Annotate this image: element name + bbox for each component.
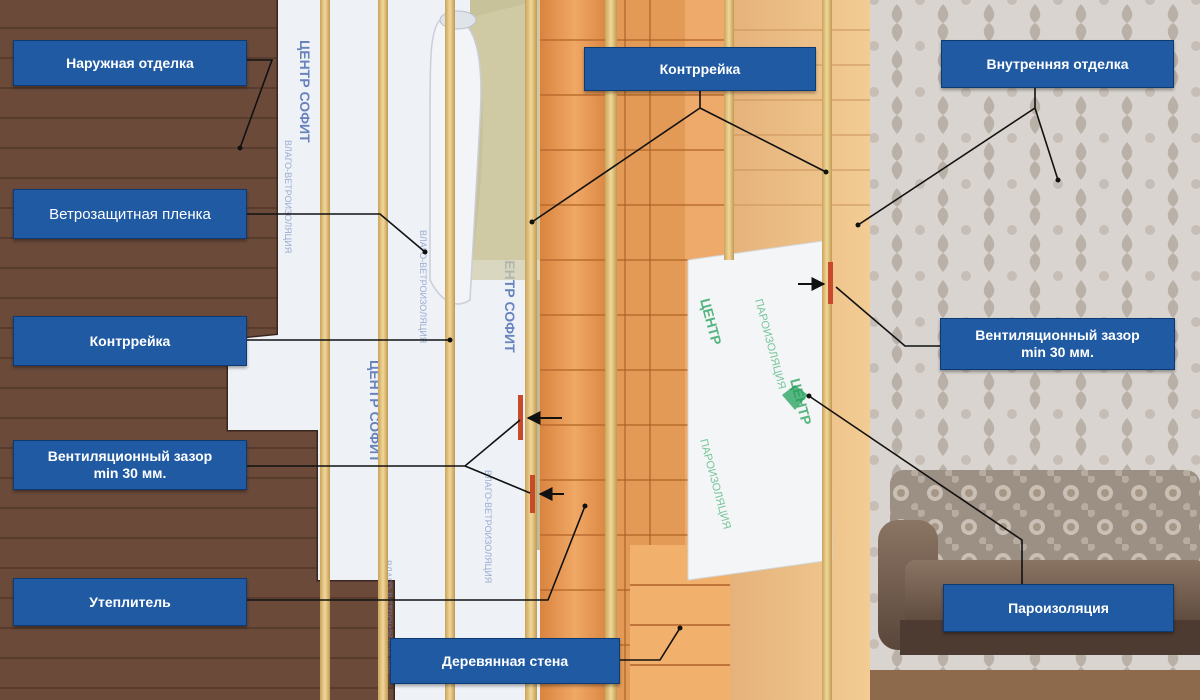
label-wind-film: Ветрозащитная пленка xyxy=(13,189,247,239)
label-vapor-barrier-text: Пароизоляция xyxy=(1008,599,1109,616)
leader-lines xyxy=(239,59,1059,661)
leader-vent-gap-left-b xyxy=(464,465,531,494)
label-outer-finish: Наружная отделка xyxy=(13,40,247,86)
label-vent-gap-left-line1: Вентиляционный зазор xyxy=(47,448,213,464)
svg-text:ВЛАГО-ВЕТРОИЗОЛЯЦИЯ: ВЛАГО-ВЕТРОИЗОЛЯЦИЯ xyxy=(418,230,428,343)
leader-insulation xyxy=(247,505,586,601)
svg-text:ВЛАГО-ВЕТРОИЗОЛЯЦИЯ: ВЛАГО-ВЕТРОИЗОЛЯЦИЯ xyxy=(483,470,493,583)
label-vent-gap-right: Вентиляционный зазор min 30 мм. xyxy=(940,318,1175,370)
leader-wind-film xyxy=(247,213,426,253)
leader-inner-finish-b xyxy=(857,107,1036,226)
label-insulation: Утеплитель xyxy=(13,578,247,626)
label-counter-rail-left: Контррейка xyxy=(13,316,247,366)
label-wooden-wall: Деревянная стена xyxy=(390,638,620,684)
label-counter-rail-top-text: Контррейка xyxy=(659,60,741,77)
svg-text:ВЛАГО-ВЕТРОИЗОЛЯЦИЯ: ВЛАГО-ВЕТРОИЗОЛЯЦИЯ xyxy=(283,140,293,253)
label-inner-finish-text: Внутренняя отделка xyxy=(986,55,1129,72)
label-outer-finish-text: Наружная отделка xyxy=(66,54,194,71)
vent-gap-markers xyxy=(518,262,833,513)
leader-wooden-wall xyxy=(620,627,681,661)
label-counter-rail-top: Контррейка xyxy=(584,47,816,91)
label-counter-rail-left-text: Контррейка xyxy=(89,332,171,349)
label-vent-gap-left-line2: min 30 мм. xyxy=(93,465,167,481)
label-vapor-barrier: Пароизоляция xyxy=(943,584,1174,632)
leader-dots xyxy=(237,145,1061,631)
label-wind-film-text: Ветрозащитная пленка xyxy=(49,205,211,223)
counter-rails xyxy=(320,0,832,700)
leader-counter-rail-top-b xyxy=(699,107,827,173)
leader-outer-finish xyxy=(239,59,274,149)
label-insulation-text: Утеплитель xyxy=(89,593,171,610)
vapor-membrane: ЦЕНТР ЦЕНТР ПАРОИЗОЛЯЦИЯ ПАРОИЗОЛЯЦИЯ xyxy=(687,239,833,581)
label-vent-gap-left: Вентиляционный зазор min 30 мм. xyxy=(13,440,247,490)
label-vent-gap-right-line2: min 30 мм. xyxy=(1021,344,1094,360)
label-wooden-wall-text: Деревянная стена xyxy=(441,652,569,669)
leader-vent-gap-right xyxy=(835,286,940,347)
svg-text:ЦЕНТР СОФИТ: ЦЕНТР СОФИТ xyxy=(297,40,313,143)
label-inner-finish: Внутренняя отделка xyxy=(941,40,1174,88)
label-vent-gap-right-line1: Вентиляционный зазор xyxy=(975,327,1140,343)
